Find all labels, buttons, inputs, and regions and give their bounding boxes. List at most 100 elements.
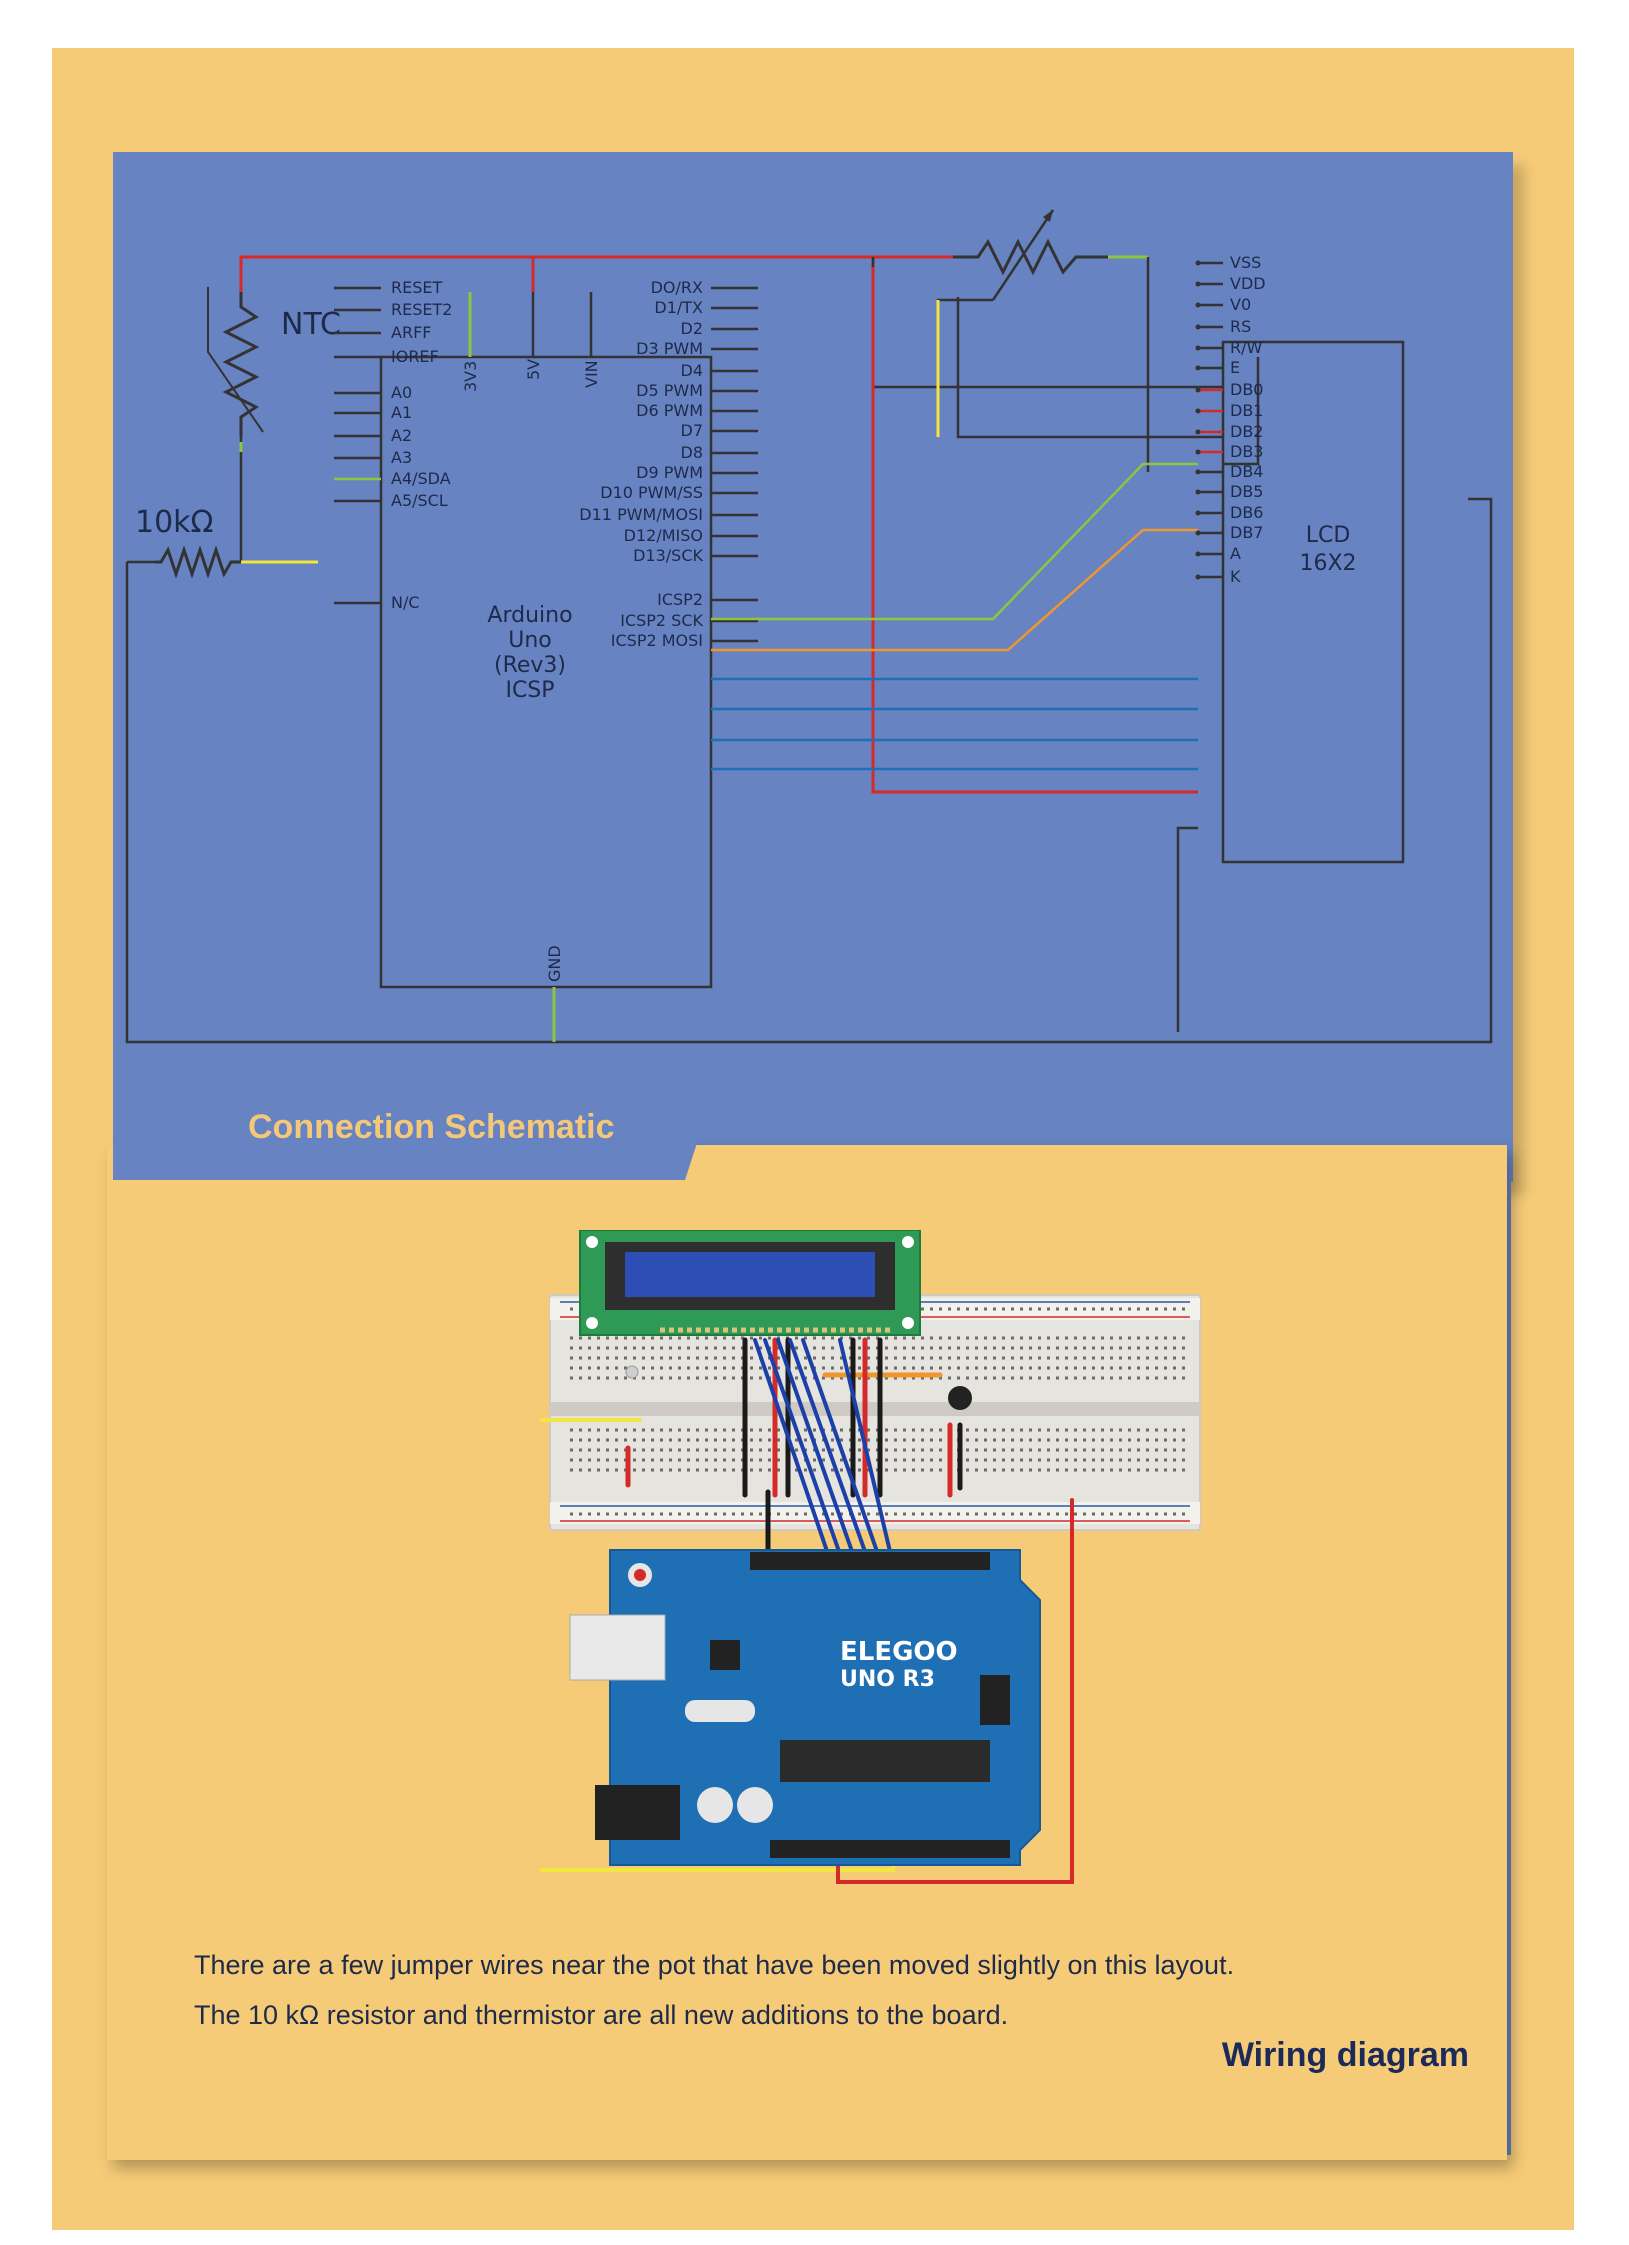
wiring-panel-edge <box>1503 1145 1511 2155</box>
resistor-label: 10kΩ <box>135 505 213 540</box>
arduino-right-pin-label: D4 <box>681 361 704 380</box>
arduino-name: Arduino Uno (Rev3) ICSP <box>487 603 572 703</box>
lcd-pin-dot <box>1195 574 1201 580</box>
arduino-left-pin-label: ARFF <box>391 323 431 342</box>
power-wires <box>239 255 1198 794</box>
lcd-pin-dot <box>1195 469 1201 475</box>
arduino-right-pin-label: DO/RX <box>651 278 703 297</box>
wiring-illustration: ELEGOO UNO R3 <box>540 1230 1201 1884</box>
lcd-pin-dot <box>1195 408 1201 414</box>
lcd-pin-label: DB5 <box>1230 482 1263 501</box>
schematic-title-tab <box>113 1140 713 1180</box>
potentiometer <box>948 1386 972 1410</box>
arduino-name-line: (Rev3) <box>494 653 566 678</box>
lcd-pin-label: DB6 <box>1230 503 1263 522</box>
arduino-left-pin-label: A4/SDA <box>391 469 451 488</box>
wiring-caption: There are a few jumper wires near the po… <box>194 1940 1394 2040</box>
arduino-right-pin-label: D12/MISO <box>624 526 703 545</box>
board-brand: ELEGOO <box>840 1637 958 1667</box>
arduino-right-pin-label: D8 <box>681 443 704 462</box>
arduino-left-pin-label: A1 <box>391 403 412 422</box>
arduino-right-pin-label: ICSP2 <box>657 590 703 609</box>
caption-line: There are a few jumper wires near the po… <box>194 1950 1235 1980</box>
lcd-pin-label: DB0 <box>1230 380 1263 399</box>
pin-vin: VIN <box>582 360 601 388</box>
lcd-module <box>579 1230 921 1336</box>
lcd-pin-label: VDD <box>1230 274 1266 293</box>
arduino-right-pin-label: ICSP2 SCK <box>620 611 703 630</box>
lcd-pin-dot <box>1195 324 1201 330</box>
resistor-10k: 10kΩ <box>135 505 318 579</box>
arduino-left-pin-label: A5/SCL <box>391 491 448 510</box>
arduino-right-pin-label: D11 PWM/MOSI <box>579 505 703 524</box>
lcd-pin-label: A <box>1230 544 1241 563</box>
lcd-pin-label: DB2 <box>1230 422 1263 441</box>
signal-wires <box>711 462 1198 771</box>
lcd-pin-label: DB4 <box>1230 462 1263 481</box>
lcd-name-line: 16X2 <box>1299 551 1356 576</box>
arduino-right-pin-label: D3 PWM <box>636 339 703 358</box>
schematic-title: Connection Schematic <box>248 1108 615 1146</box>
arduino-left-pin-label: RESET <box>391 278 442 297</box>
thermistor <box>625 1365 639 1379</box>
lcd-pin-dot <box>1195 387 1201 393</box>
arduino-name-line: Uno <box>508 628 552 653</box>
arduino-right-pin-label: D9 PWM <box>636 463 703 482</box>
lcd-pin-label: DB3 <box>1230 442 1263 461</box>
arduino-right-pin-label: D5 PWM <box>636 381 703 400</box>
arduino-right-pin-label: D1/TX <box>654 298 703 317</box>
lcd-pin-dot <box>1195 260 1201 266</box>
lcd-pin-dot <box>1195 551 1201 557</box>
arduino-left-pin-label: A2 <box>391 426 412 445</box>
lcd-pin-dot <box>1195 345 1201 351</box>
lcd-box <box>1221 340 1405 864</box>
lcd-pin-dot <box>1195 449 1201 455</box>
lcd-pin-label: RS <box>1230 317 1251 336</box>
lcd-pin-label: K <box>1230 567 1241 586</box>
arduino-right-pin-label: ICSP2 MOSI <box>611 631 703 650</box>
arduino-left-pin-label: A3 <box>391 448 412 467</box>
lcd-pin-label: V0 <box>1230 295 1251 314</box>
arduino-left-pin-label: IOREF <box>391 347 439 366</box>
arduino-uno-board: ELEGOO UNO R3 <box>569 1549 1041 1866</box>
arduino-right-pin-label: D6 PWM <box>636 401 703 420</box>
arduino-box <box>379 355 713 989</box>
wiring-title: Wiring diagram <box>1221 2036 1469 2074</box>
arduino-right-pin-label: D13/SCK <box>633 546 703 565</box>
lcd-pin-dot <box>1195 302 1201 308</box>
lcd-pin-label: E <box>1230 358 1240 377</box>
lcd-pin-label: DB7 <box>1230 523 1263 542</box>
arduino-left-pin-label: N/C <box>391 593 420 612</box>
arduino-right-pin-label: D7 <box>681 421 704 440</box>
lcd-pin-label: DB1 <box>1230 401 1263 420</box>
arduino-left-pin-label: A0 <box>391 383 412 402</box>
lcd-pin-label: R/W <box>1230 338 1263 357</box>
lcd-pin-dot <box>1195 365 1201 371</box>
lcd-pin-dot <box>1195 489 1201 495</box>
ntc-thermistor: NTC <box>207 287 341 562</box>
arduino-top-pins: 3V3 5V VIN GND <box>461 292 601 1042</box>
lcd-pin-dot <box>1195 530 1201 536</box>
ntc-label: NTC <box>281 307 341 342</box>
lcd-pin-dot <box>1195 510 1201 516</box>
pin-gnd: GND <box>545 945 564 982</box>
lcd-pin-dot <box>1195 429 1201 435</box>
arduino-name-line: Arduino <box>487 603 572 628</box>
caption-line: The 10 kΩ resistor and thermistor are al… <box>194 2000 1009 2030</box>
lcd-name-line: LCD <box>1306 523 1351 548</box>
schematic-background <box>113 152 1513 1182</box>
lcd-pin-label: VSS <box>1230 253 1261 272</box>
arduino-right-pin-label: D2 <box>681 319 704 338</box>
lcd-pin-dot <box>1195 281 1201 287</box>
pin-5v: 5V <box>524 359 543 380</box>
connection-schematic: NTC 10kΩ Arduino Uno (Rev3) ICSP 3V3 5V … <box>113 152 1513 1182</box>
arduino-right-pin-label: D10 PWM/SS <box>600 483 703 502</box>
arduino-left-pin-label: RESET2 <box>391 300 452 319</box>
arduino-name-line: ICSP <box>505 678 554 703</box>
potentiometer-symbol <box>936 209 1150 472</box>
pin-3v3: 3V3 <box>461 361 480 392</box>
board-model: UNO R3 <box>840 1667 935 1692</box>
